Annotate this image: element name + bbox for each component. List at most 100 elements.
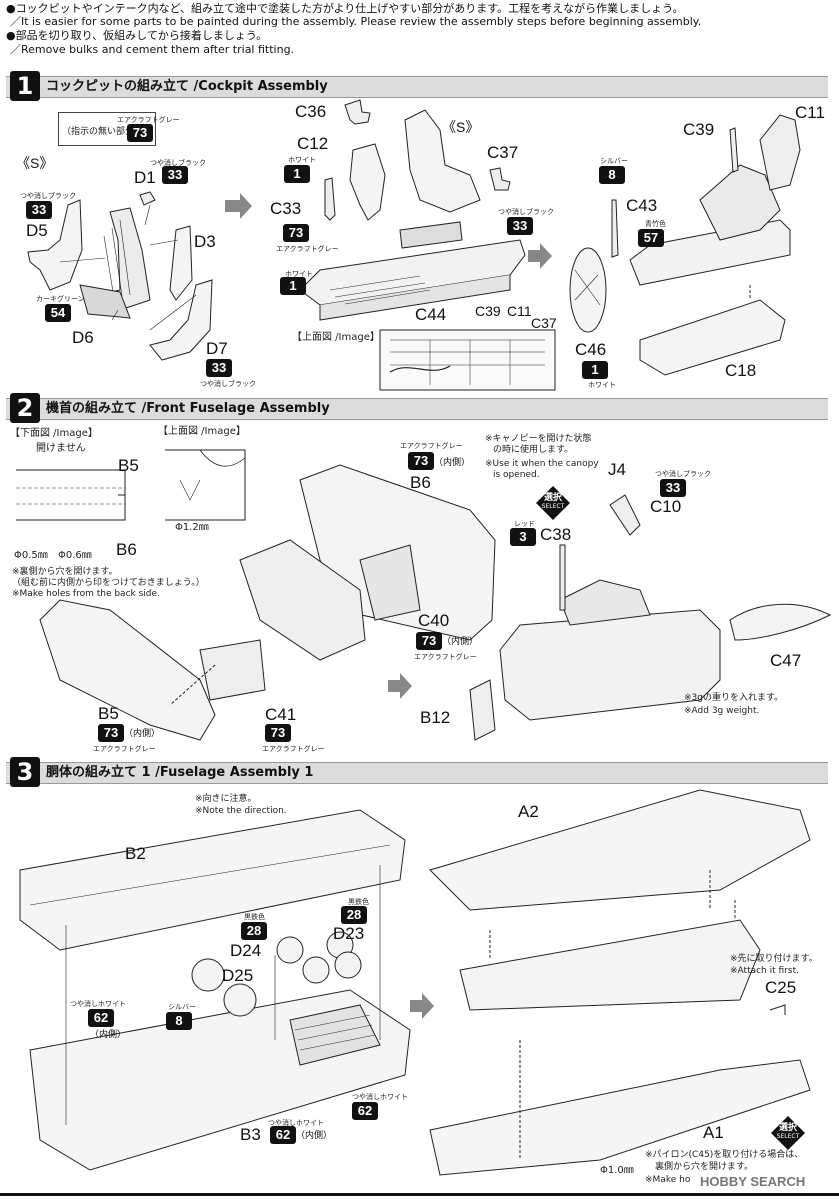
b2-color-caption: つや消しホワイト [70, 1000, 126, 1008]
part-c46: C46 [575, 340, 607, 359]
holes-note-jp-2: （組む前に内側から印をつけておきましょう。） [12, 578, 205, 588]
step-2-title: 機首の組み立て /Front Fuselage Assembly [46, 401, 330, 416]
b3b-color-code: 62 [352, 1102, 378, 1120]
c33-color-code: 73 [283, 224, 309, 242]
part-c36: C36 [295, 102, 327, 121]
holes-note-jp-1: ※裏側から穴を開けます。 [12, 567, 118, 577]
intro-line-3: ●部品を切り取り、仮組みしてから接着しましょう。 [6, 29, 268, 42]
part-d23: D23 [333, 924, 365, 943]
step-1-header: 1 コックピットの組み立て /Cockpit Assembly [6, 71, 828, 101]
part-c47: C47 [770, 651, 802, 670]
intro-line-4: ／Remove bulks and cement them after tria… [10, 43, 295, 56]
canopy-note-jp-2: の時に使用します。 [493, 445, 574, 455]
part-c44: C44 [415, 305, 447, 324]
part-c11-image: C11 [507, 303, 532, 319]
d5-color-caption: つや消しブラック [20, 192, 76, 200]
d7-color-caption: つや消しブラック [200, 380, 256, 388]
c37-color-code: 33 [507, 217, 533, 235]
c43b-color-code: 57 [638, 229, 664, 247]
hole-06: Φ0.6㎜ [58, 550, 92, 561]
default-color-code: 73 [127, 124, 153, 142]
c10-color-caption: つや消しブラック [655, 470, 711, 478]
pylon-note-jp-2: 裏側から穴を開けます。 [655, 1162, 754, 1172]
b6-color-caption: エアクラフトグレー [400, 442, 463, 450]
step-3-title: 胴体の組み立て 1 /Fuselage Assembly 1 [46, 765, 314, 780]
c46-color-code: 1 [582, 361, 608, 379]
attach-note-jp: ※先に取り付けます。 [730, 954, 818, 964]
part-j4: J4 [608, 460, 626, 479]
part-c43: C43 [626, 196, 658, 215]
weight-note-en: ※Add 3g weight. [684, 706, 760, 716]
step-1-number: 1 [10, 71, 40, 101]
part-b5: B5 [98, 704, 119, 723]
c12-color-code: 1 [284, 165, 310, 183]
d5-color-code: 33 [26, 201, 52, 219]
c44-color-caption: ホワイト [285, 270, 313, 278]
d24-color-caption: 黒鉄色 [244, 913, 265, 921]
part-d7: D7 [206, 339, 228, 358]
bottom-view-label: 【下面図 /Image】 [10, 428, 98, 439]
hole-12: Φ1.2㎜ [175, 522, 209, 533]
part-d1: D1 [134, 168, 156, 187]
part-d6: D6 [72, 328, 94, 347]
b6-color-note: （内側） [434, 458, 471, 468]
step-3-header: 3 胴体の組み立て 1 /Fuselage Assembly 1 [6, 757, 828, 787]
c12-color-caption: ホワイト [288, 156, 316, 164]
step-3-number: 3 [10, 757, 40, 787]
b3b-color-caption: つや消しホワイト [352, 1093, 408, 1101]
direction-note-en: ※Note the direction. [195, 806, 287, 816]
intro-line-2: ／It is easier for some parts to be paint… [10, 15, 702, 28]
c40-color-code: 73 [416, 632, 442, 650]
select-label: 選択 [543, 493, 562, 503]
pylon-note-en: ※Make ho [645, 1175, 691, 1185]
c43b-color-caption: 青竹色 [645, 220, 666, 228]
d6-color-code: 54 [45, 304, 71, 322]
b5-color-code: 73 [98, 724, 124, 742]
s-mark-left: 《S》 [16, 155, 54, 171]
d1-color-code: 33 [162, 166, 188, 184]
select-label-3: 選択 [778, 1123, 797, 1133]
weight-note-jp: ※3gの重りを入れます。 [684, 693, 784, 703]
d6-color-caption: カーキグリーン [36, 295, 85, 303]
part-c37: C37 [487, 143, 519, 162]
canopy-note-en-2: is opened. [493, 470, 540, 480]
part-b5-image: B5 [118, 456, 139, 475]
hobby-search-logo: HOBBY SEARCH [700, 1174, 806, 1189]
select-badge-step2: 選択 SELECT [535, 485, 571, 521]
part-c25: C25 [765, 978, 797, 997]
attach-note-en: ※Attach it first. [730, 966, 799, 976]
intro-line-1: ●コックピットやインテーク内など、組み立て途中で塗装した方がより仕上げやすい部分… [6, 2, 684, 15]
part-b12: B12 [420, 708, 451, 727]
default-color-box [58, 112, 156, 146]
d23-color-code: 28 [341, 906, 367, 924]
part-c39-image: C39 [475, 303, 501, 319]
part-b6: B6 [410, 473, 431, 492]
step-2-header: 2 機首の組み立て /Front Fuselage Assembly [6, 393, 828, 423]
part-c41: C41 [265, 705, 297, 724]
part-c10: C10 [650, 497, 682, 516]
b5-color-note: （内側） [124, 729, 161, 739]
c10-color-code: 33 [660, 479, 686, 497]
part-b3: B3 [240, 1125, 261, 1144]
hole-05: Φ0.5㎜ [14, 550, 48, 561]
part-a2: A2 [518, 802, 539, 821]
c33-color-caption: エアクラフトグレー [276, 245, 339, 253]
canopy-note-jp-1: ※キャノピーを開けた状態 [485, 434, 592, 444]
default-color-caption: エアクラフトグレー [117, 116, 180, 124]
b2-color-note: （内側） [90, 1030, 127, 1040]
part-c18: C18 [725, 361, 757, 380]
part-a1: A1 [703, 1123, 724, 1142]
c40-color-note: （内側） [442, 637, 479, 647]
select-badge-step3: 選択 SELECT [770, 1115, 806, 1151]
b3-color-code: 62 [270, 1126, 296, 1144]
c46-color-caption: ホワイト [588, 381, 616, 389]
b6-color-code: 73 [408, 452, 434, 470]
part-c40: C40 [418, 611, 450, 630]
d24-color-code: 28 [241, 922, 267, 940]
c41-color-code: 73 [265, 724, 291, 742]
image-label-step1: 【上面図 /Image】 [292, 332, 380, 343]
b2-color-code: 62 [88, 1009, 114, 1027]
c44-color-code: 1 [280, 277, 306, 295]
part-c11: C11 [795, 103, 825, 122]
